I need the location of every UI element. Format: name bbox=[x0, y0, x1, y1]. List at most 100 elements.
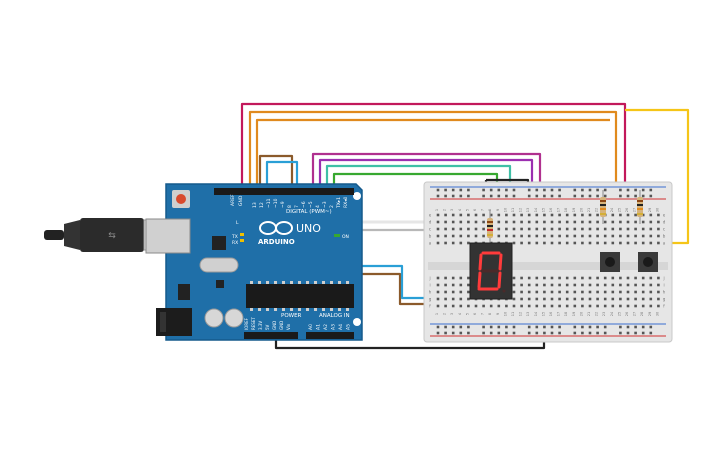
rail-hole[interactable] bbox=[634, 331, 637, 335]
breadboard-hole[interactable] bbox=[588, 213, 592, 217]
breadboard-hole[interactable] bbox=[634, 213, 637, 217]
breadboard-hole[interactable] bbox=[467, 213, 470, 217]
rail-hole[interactable] bbox=[512, 331, 516, 335]
rail-hole[interactable] bbox=[619, 331, 622, 335]
breadboard-hole[interactable] bbox=[611, 227, 615, 231]
breadboard-hole[interactable] bbox=[482, 220, 485, 224]
breadboard-hole[interactable] bbox=[603, 241, 607, 245]
rail-hole[interactable] bbox=[436, 325, 440, 329]
breadboard-hole[interactable] bbox=[641, 304, 645, 308]
breadboard-hole[interactable] bbox=[596, 234, 599, 238]
breadboard-hole[interactable] bbox=[489, 304, 493, 308]
breadboard-hole[interactable] bbox=[451, 227, 455, 231]
breadboard-hole[interactable] bbox=[436, 283, 440, 287]
rail-hole[interactable] bbox=[527, 331, 531, 335]
breadboard-hole[interactable] bbox=[527, 276, 531, 280]
rail-hole[interactable] bbox=[489, 188, 493, 192]
rail-hole[interactable] bbox=[558, 194, 561, 198]
breadboard-hole[interactable] bbox=[436, 304, 440, 308]
breadboard-hole[interactable] bbox=[543, 241, 546, 245]
rail-hole[interactable] bbox=[588, 331, 592, 335]
breadboard-hole[interactable] bbox=[611, 276, 615, 280]
breadboard-hole[interactable] bbox=[550, 241, 554, 245]
breadboard-hole[interactable] bbox=[657, 276, 660, 280]
pushbutton-cap[interactable] bbox=[643, 257, 653, 267]
breadboard-hole[interactable] bbox=[543, 234, 546, 238]
breadboard-hole[interactable] bbox=[482, 213, 485, 217]
breadboard-hole[interactable] bbox=[474, 220, 478, 224]
rail-hole[interactable] bbox=[497, 194, 501, 198]
breadboard-hole[interactable] bbox=[535, 220, 539, 224]
breadboard-hole[interactable] bbox=[565, 283, 569, 287]
breadboard-hole[interactable] bbox=[565, 241, 569, 245]
breadboard-hole[interactable] bbox=[603, 227, 607, 231]
rail-hole[interactable] bbox=[543, 325, 546, 329]
breadboard-hole[interactable] bbox=[634, 227, 637, 231]
breadboard-hole[interactable] bbox=[657, 297, 660, 301]
breadboard-hole[interactable] bbox=[489, 213, 493, 217]
rail-hole[interactable] bbox=[588, 325, 592, 329]
breadboard-hole[interactable] bbox=[520, 290, 523, 294]
breadboard-hole[interactable] bbox=[444, 283, 447, 287]
rail-hole[interactable] bbox=[581, 331, 584, 335]
rail-hole[interactable] bbox=[550, 188, 554, 192]
breadboard-hole[interactable] bbox=[588, 290, 592, 294]
breadboard-hole[interactable] bbox=[657, 290, 660, 294]
rail-hole[interactable] bbox=[573, 194, 577, 198]
rail-hole[interactable] bbox=[535, 194, 539, 198]
breadboard-hole[interactable] bbox=[641, 220, 645, 224]
breadboard-hole[interactable] bbox=[581, 234, 584, 238]
rail-hole[interactable] bbox=[596, 194, 599, 198]
breadboard-hole[interactable] bbox=[611, 283, 615, 287]
rail-hole[interactable] bbox=[489, 194, 493, 198]
breadboard-hole[interactable] bbox=[626, 241, 630, 245]
rail-hole[interactable] bbox=[444, 325, 447, 329]
rail-hole[interactable] bbox=[482, 325, 485, 329]
breadboard-hole[interactable] bbox=[550, 283, 554, 287]
breadboard-hole[interactable] bbox=[558, 304, 561, 308]
rail-hole[interactable] bbox=[573, 188, 577, 192]
breadboard-hole[interactable] bbox=[505, 213, 508, 217]
rail-hole[interactable] bbox=[451, 325, 455, 329]
breadboard-hole[interactable] bbox=[451, 290, 455, 294]
rail-hole[interactable] bbox=[489, 331, 493, 335]
breadboard-hole[interactable] bbox=[550, 297, 554, 301]
rail-hole[interactable] bbox=[543, 194, 546, 198]
rail-hole[interactable] bbox=[444, 188, 447, 192]
breadboard-hole[interactable] bbox=[550, 234, 554, 238]
breadboard-hole[interactable] bbox=[573, 276, 577, 280]
breadboard-hole[interactable] bbox=[497, 220, 501, 224]
rail-hole[interactable] bbox=[619, 325, 622, 329]
breadboard-hole[interactable] bbox=[444, 297, 447, 301]
breadboard-hole[interactable] bbox=[467, 283, 470, 287]
breadboard-hole[interactable] bbox=[550, 220, 554, 224]
breadboard-hole[interactable] bbox=[512, 213, 516, 217]
breadboard-hole[interactable] bbox=[588, 283, 592, 287]
breadboard-hole[interactable] bbox=[527, 304, 531, 308]
breadboard-hole[interactable] bbox=[550, 227, 554, 231]
breadboard-hole[interactable] bbox=[596, 227, 599, 231]
breadboard-hole[interactable] bbox=[596, 276, 599, 280]
breadboard-hole[interactable] bbox=[657, 241, 660, 245]
breadboard-hole[interactable] bbox=[619, 276, 622, 280]
breadboard-hole[interactable] bbox=[444, 290, 447, 294]
rail-hole[interactable] bbox=[467, 325, 470, 329]
rail-hole[interactable] bbox=[535, 331, 539, 335]
rail-hole[interactable] bbox=[596, 331, 599, 335]
breadboard-hole[interactable] bbox=[634, 290, 637, 294]
breadboard-hole[interactable] bbox=[581, 304, 584, 308]
breadboard-hole[interactable] bbox=[527, 234, 531, 238]
breadboard-hole[interactable] bbox=[451, 213, 455, 217]
breadboard-hole[interactable] bbox=[505, 304, 508, 308]
breadboard-hole[interactable] bbox=[451, 297, 455, 301]
breadboard-hole[interactable] bbox=[512, 220, 516, 224]
breadboard-hole[interactable] bbox=[649, 297, 653, 301]
breadboard-hole[interactable] bbox=[565, 290, 569, 294]
rail-hole[interactable] bbox=[626, 331, 630, 335]
breadboard-hole[interactable] bbox=[588, 241, 592, 245]
breadboard-hole[interactable] bbox=[527, 220, 531, 224]
breadboard-hole[interactable] bbox=[535, 304, 539, 308]
breadboard-hole[interactable] bbox=[543, 276, 546, 280]
breadboard-hole[interactable] bbox=[581, 290, 584, 294]
breadboard-hole[interactable] bbox=[619, 304, 622, 308]
